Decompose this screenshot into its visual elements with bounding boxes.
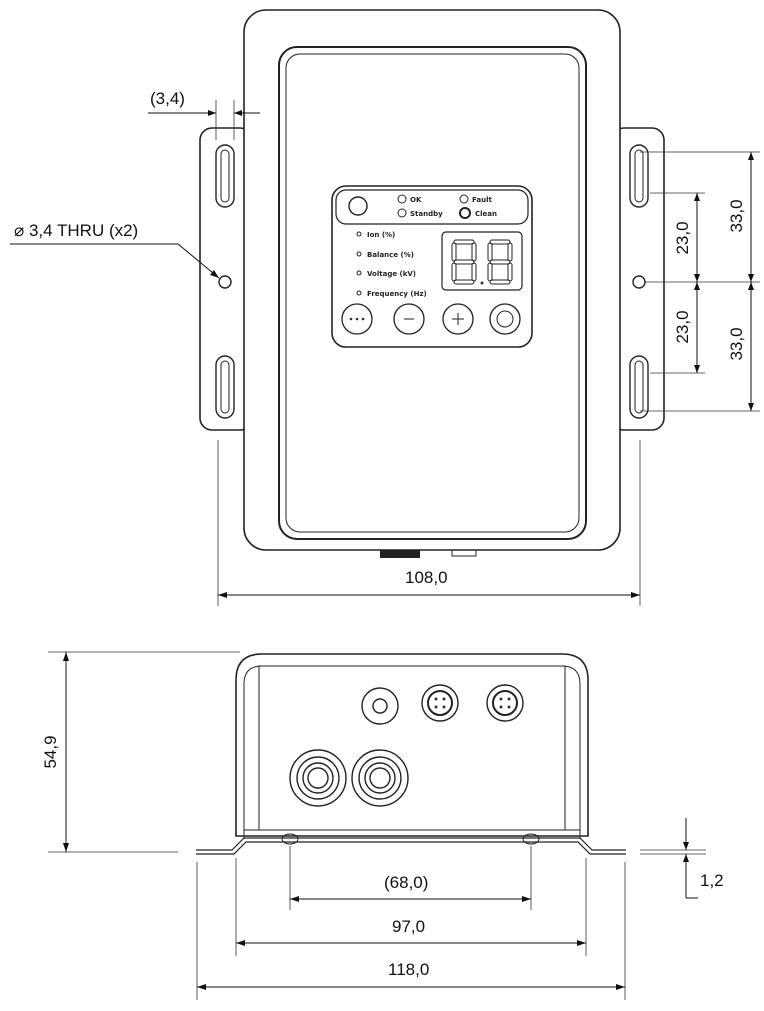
dim-width-97: 97,0 — [235, 858, 587, 956]
bottom-connector-light — [451, 549, 477, 557]
dim-width-108: 108,0 — [217, 440, 641, 606]
balance-led-icon — [356, 251, 362, 257]
fault-indicator-icon — [459, 194, 469, 204]
decimal-point — [480, 281, 484, 285]
voltage-led-icon — [356, 270, 362, 276]
right-flange-hole — [522, 833, 540, 845]
dim-spacing-23-bottom: 23,0 — [673, 310, 692, 343]
dim-vertical-right: 23,0 33,0 23,0 33,0 — [640, 151, 760, 412]
digit-2 — [487, 239, 513, 285]
minus-button[interactable] — [393, 303, 425, 335]
top-view: OK Fault Standby Clean Ion (%) Balance (… — [10, 9, 760, 606]
pressure-fitting-small — [361, 687, 399, 725]
left-flange-hole — [281, 833, 299, 845]
ok-indicator-icon — [397, 194, 407, 204]
base-flange — [196, 837, 626, 851]
ion-led-icon — [356, 231, 362, 237]
air-fitting-left — [289, 749, 347, 807]
left-top-slot — [215, 144, 235, 208]
right-top-slot — [629, 144, 649, 208]
dim-slot-width: (3,4) — [148, 89, 260, 140]
dim-width-118: 118,0 — [196, 862, 626, 1000]
dim-spacing-33-top: 33,0 — [727, 199, 746, 232]
dim-width-97-label: 97,0 — [392, 917, 425, 936]
hole-callout-label: ⌀ 3,4 THRU (x2) — [14, 221, 138, 240]
readout-voltage-label: Voltage (kV) — [367, 270, 416, 278]
air-fitting-right — [351, 749, 409, 807]
m8-connector-right — [486, 684, 524, 722]
right-top-slot-inner — [634, 149, 644, 203]
standby-indicator-icon — [397, 208, 407, 218]
display-window — [441, 231, 523, 291]
left-mounting-hole — [218, 275, 232, 289]
lid-outer — [278, 46, 587, 540]
seven-segment-display — [441, 231, 523, 291]
right-bottom-slot-inner — [634, 360, 644, 414]
left-bottom-slot-inner — [220, 360, 230, 414]
status-fault-label: Fault — [472, 196, 492, 204]
m8-connector-left — [421, 684, 459, 722]
dim-height-54-label: 54,9 — [41, 735, 60, 768]
dim-height-54: 54,9 — [41, 651, 240, 853]
dim-thickness-label: 1,2 — [700, 871, 724, 890]
dots-icon — [349, 317, 365, 321]
dim-spacing-23-top: 23,0 — [673, 221, 692, 254]
dim-thickness: 1,2 — [640, 818, 724, 899]
flange-bottom-band — [243, 829, 581, 839]
bottom-connector-dark — [380, 550, 420, 558]
dim-width-68: (68,0) — [289, 846, 532, 910]
hole-callout: ⌀ 3,4 THRU (x2) — [10, 221, 220, 279]
status-bar — [335, 189, 529, 225]
dim-spacing-33-bottom: 33,0 — [727, 327, 746, 360]
front-view: 54,9 1,2 (68,0) — [41, 651, 724, 1000]
readout-ion-label: Ion (%) — [367, 231, 395, 239]
plus-icon — [452, 313, 464, 325]
front-enclosure-outline — [235, 653, 589, 837]
menu-button[interactable] — [341, 303, 373, 335]
circle-icon — [496, 310, 514, 328]
plus-button[interactable] — [442, 303, 474, 335]
frequency-led-icon — [356, 290, 362, 296]
dim-width-118-label: 118,0 — [388, 960, 429, 979]
control-panel: OK Fault Standby Clean Ion (%) Balance (… — [331, 185, 533, 348]
left-top-slot-inner — [220, 149, 230, 203]
dim-width-108-label: 108,0 — [405, 568, 448, 587]
right-bottom-slot — [629, 355, 649, 419]
status-clean-label: Clean — [475, 210, 497, 218]
readout-frequency-label: Frequency (Hz) — [367, 290, 427, 298]
status-lamp — [348, 196, 368, 216]
digit-1 — [451, 239, 477, 285]
status-ok-label: OK — [410, 196, 422, 204]
dim-width-68-label: (68,0) — [384, 873, 428, 892]
power-button[interactable] — [489, 303, 521, 335]
left-bottom-slot — [215, 355, 235, 419]
dim-slot-width-label: (3,4) — [150, 89, 185, 108]
status-standby-label: Standby — [410, 210, 443, 218]
lid-inner — [285, 53, 580, 533]
base-flange-bottom — [196, 841, 626, 855]
control-panel-frame — [331, 185, 533, 348]
clean-indicator-icon — [459, 207, 471, 219]
readout-balance-label: Balance (%) — [367, 251, 414, 259]
